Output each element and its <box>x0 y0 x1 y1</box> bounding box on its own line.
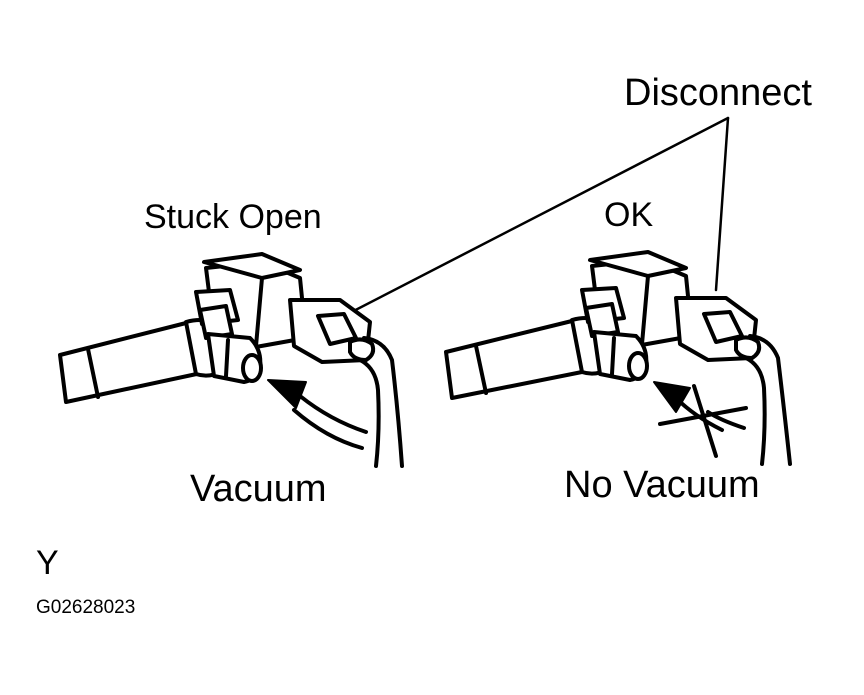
right-hose-band <box>474 344 488 395</box>
leader-line-right <box>714 116 730 292</box>
right-main-hose <box>444 318 594 400</box>
left-connector-tip <box>348 337 376 362</box>
arrow-icon <box>267 379 368 450</box>
right-valve-assembly <box>444 250 792 466</box>
left-port-ring <box>224 338 230 378</box>
right-port-ring <box>610 336 616 376</box>
left-valve-assembly <box>58 252 404 468</box>
left-wire-outer <box>362 336 404 468</box>
no-vacuum-arrow-head <box>653 381 691 413</box>
right-valve-top <box>588 250 688 278</box>
left-wire-inner <box>358 358 381 468</box>
left-valve-edge <box>254 276 264 348</box>
y-label: Y <box>36 544 59 582</box>
figure-code: G02628023 <box>36 597 136 618</box>
vacuum-arrow-shaft-2 <box>292 408 364 450</box>
right-valve-fin-lower <box>584 302 620 338</box>
vacuum-arrow-shaft <box>298 394 368 434</box>
right-wire-inner <box>744 356 767 466</box>
right-valve-edge <box>640 274 650 346</box>
left-hose-band <box>86 347 100 399</box>
left-port-opening <box>241 353 263 383</box>
right-port-opening <box>627 351 649 381</box>
ok-label: OK <box>604 196 654 234</box>
vacuum-label: Vacuum <box>190 468 327 510</box>
cross-stroke-vertical <box>692 384 718 458</box>
leader-line-left <box>338 116 730 320</box>
right-wire-outer <box>748 334 792 466</box>
disconnect-label: Disconnect <box>624 72 812 114</box>
left-main-hose <box>58 320 208 404</box>
left-valve-top <box>202 252 302 280</box>
crossed-arrow-icon <box>653 381 748 458</box>
left-valve-fin-lower <box>198 304 234 340</box>
stuck-open-label: Stuck Open <box>144 198 322 236</box>
vacuum-arrow-head <box>267 379 307 409</box>
no-vacuum-label: No Vacuum <box>564 464 760 506</box>
disconnect-leader-lines <box>338 116 730 320</box>
right-connector-tip <box>734 335 762 360</box>
